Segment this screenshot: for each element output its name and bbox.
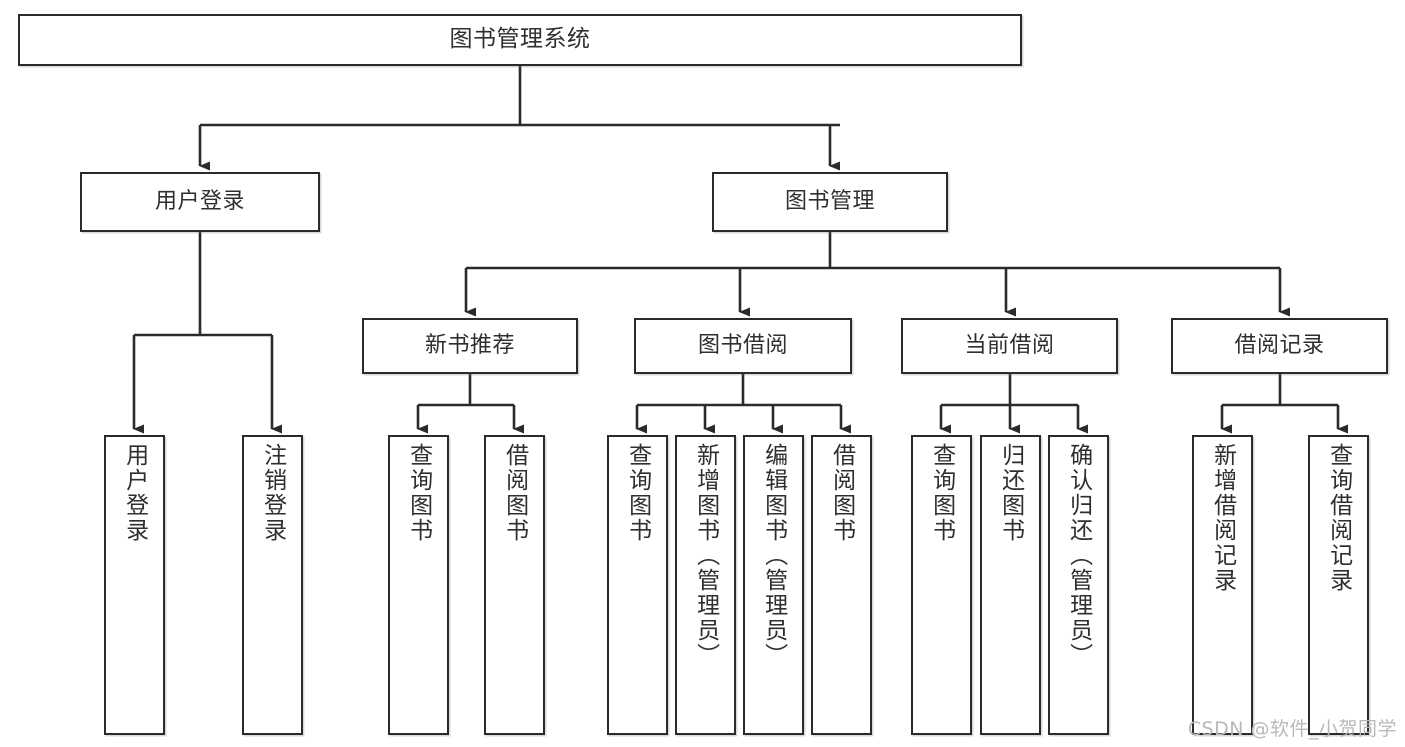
node-leaf-nbr-borrow-book[interactable]: 借阅图书 (484, 435, 545, 735)
node-leaf-br-query-record[interactable]: 查询借阅记录 (1308, 435, 1369, 735)
node-leaf-user-login-logout-label: 注销登录 (259, 443, 286, 543)
node-new-book-recommend-label: 新书推荐 (424, 333, 515, 359)
node-current-borrow-label: 当前借阅 (964, 333, 1055, 359)
node-leaf-user-login-login[interactable]: 用户登录 (104, 435, 165, 735)
node-leaf-user-login-login-label: 用户登录 (121, 443, 148, 543)
node-leaf-cb-confirm-return-label: 确认归还（管理员） (1065, 443, 1092, 668)
node-leaf-bb-edit-book-label: 编辑图书（管理员） (760, 443, 787, 668)
node-leaf-bb-add-book[interactable]: 新增图书（管理员） (675, 435, 736, 735)
node-leaf-br-add-record[interactable]: 新增借阅记录 (1192, 435, 1253, 735)
node-current-borrow[interactable]: 当前借阅 (901, 318, 1118, 374)
node-book-management[interactable]: 图书管理 (712, 172, 948, 232)
node-user-login[interactable]: 用户登录 (80, 172, 320, 232)
node-user-login-label: 用户登录 (154, 189, 245, 215)
node-book-borrow-label: 图书借阅 (697, 333, 788, 359)
node-borrow-record-label: 借阅记录 (1234, 333, 1325, 359)
node-leaf-cb-query-book[interactable]: 查询图书 (911, 435, 972, 735)
node-leaf-nbr-query-book-label: 查询图书 (405, 443, 432, 543)
watermark-text: CSDN @软件_小贺同学 (1187, 718, 1397, 740)
node-leaf-cb-return-book[interactable]: 归还图书 (980, 435, 1041, 735)
node-leaf-br-add-record-label: 新增借阅记录 (1209, 443, 1236, 593)
node-leaf-bb-query-book[interactable]: 查询图书 (607, 435, 668, 735)
node-leaf-cb-confirm-return[interactable]: 确认归还（管理员） (1048, 435, 1109, 735)
node-leaf-bb-add-book-label: 新增图书（管理员） (692, 443, 719, 668)
node-leaf-nbr-query-book[interactable]: 查询图书 (388, 435, 449, 735)
node-leaf-br-query-record-label: 查询借阅记录 (1325, 443, 1352, 593)
node-leaf-bb-borrow-book[interactable]: 借阅图书 (811, 435, 872, 735)
node-root-system-label: 图书管理系统 (449, 26, 591, 53)
node-new-book-recommend[interactable]: 新书推荐 (362, 318, 578, 374)
node-leaf-user-login-logout[interactable]: 注销登录 (242, 435, 303, 735)
node-book-management-label: 图书管理 (784, 189, 875, 215)
node-leaf-bb-borrow-book-label: 借阅图书 (828, 443, 855, 543)
node-book-borrow[interactable]: 图书借阅 (634, 318, 852, 374)
node-root-system[interactable]: 图书管理系统 (18, 14, 1022, 66)
node-leaf-cb-query-book-label: 查询图书 (928, 443, 955, 543)
node-leaf-bb-edit-book[interactable]: 编辑图书（管理员） (743, 435, 804, 735)
node-leaf-cb-return-book-label: 归还图书 (997, 443, 1024, 543)
node-borrow-record[interactable]: 借阅记录 (1171, 318, 1388, 374)
node-leaf-nbr-borrow-book-label: 借阅图书 (501, 443, 528, 543)
node-leaf-bb-query-book-label: 查询图书 (624, 443, 651, 543)
